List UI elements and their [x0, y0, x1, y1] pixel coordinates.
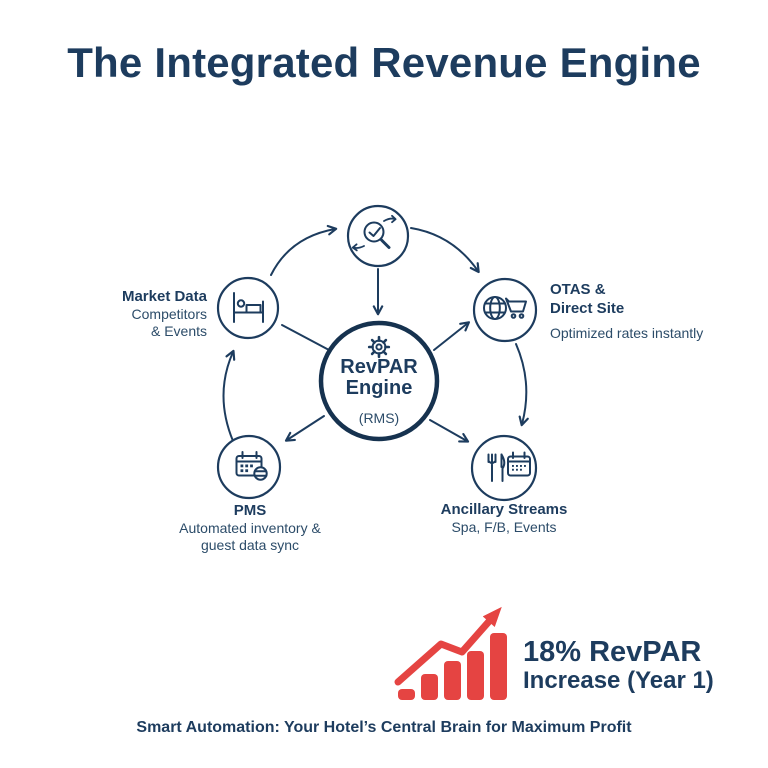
market-data-sub1: Competitors — [131, 306, 207, 322]
otas-label-line1: OTAS & — [550, 281, 606, 298]
market-data-label: Market Data — [121, 288, 207, 305]
footer-tagline: Smart Automation: Your Hotel’s Central B… — [136, 719, 632, 736]
arrow-otas-to-ancillary — [515, 343, 529, 427]
search-optimization-icon — [351, 214, 397, 252]
engine-name-line2: Engine — [345, 377, 413, 399]
stat-value: 18% RevPAR — [523, 636, 702, 668]
analysis-node-circle — [346, 204, 410, 268]
revpar-engine-label: RevPAR Engine (RMS) — [319, 356, 439, 427]
growth-trend-arrow — [394, 606, 502, 686]
market-data-label-block: Market Data Competitors & Events — [40, 287, 207, 340]
arrow-engine-to-ancillary — [429, 419, 470, 443]
market-data-sub2: & Events — [150, 323, 207, 339]
otas-label-line2: Direct Site — [550, 300, 625, 317]
stat-label: Increase (Year 1) — [523, 667, 714, 694]
pms-label-block: PMS Automated inventory & guest data syn… — [140, 501, 360, 554]
connector-market-to-engine — [281, 324, 330, 351]
ancillary-sublabel: Spa, F/B, Events — [451, 519, 557, 535]
arrow-analysis-to-otas — [410, 227, 480, 274]
ancillary-node-circle — [470, 434, 538, 502]
calendar-sync-icon — [235, 451, 268, 481]
engine-subtitle: (RMS) — [358, 410, 400, 426]
pms-label: PMS — [233, 502, 267, 519]
flow-arrows — [222, 224, 529, 443]
dining-calendar-icon — [487, 451, 531, 482]
engine-name-line1: RevPAR — [340, 356, 418, 378]
growth-bars — [398, 633, 507, 700]
page-title: The Integrated Revenue Engine — [67, 39, 701, 86]
otas-sublabel: Optimized rates instantly — [550, 325, 704, 341]
arrow-engine-to-otas — [433, 321, 471, 351]
revpar-engine-hub-circle — [318, 320, 440, 442]
revpar-stat: 18% RevPAR Increase (Year 1) — [523, 637, 714, 694]
bed-icon — [233, 292, 264, 323]
growth-chart-icon — [394, 606, 507, 700]
gear-icon — [367, 335, 391, 359]
arrow-engine-to-pms — [284, 415, 325, 442]
globe-cart-icon — [483, 296, 527, 320]
arrow-market-to-analysis — [270, 224, 338, 276]
market-data-node-circle — [216, 276, 280, 340]
ancillary-label-block: Ancillary Streams Spa, F/B, Events — [394, 500, 614, 536]
pms-sub2: guest data sync — [200, 537, 300, 553]
otas-label-block: OTAS & Direct Site Optimized rates insta… — [550, 280, 760, 342]
pms-sub1: Automated inventory & — [179, 520, 321, 536]
arrow-pms-to-market — [222, 349, 236, 442]
ancillary-label: Ancillary Streams — [440, 501, 568, 518]
